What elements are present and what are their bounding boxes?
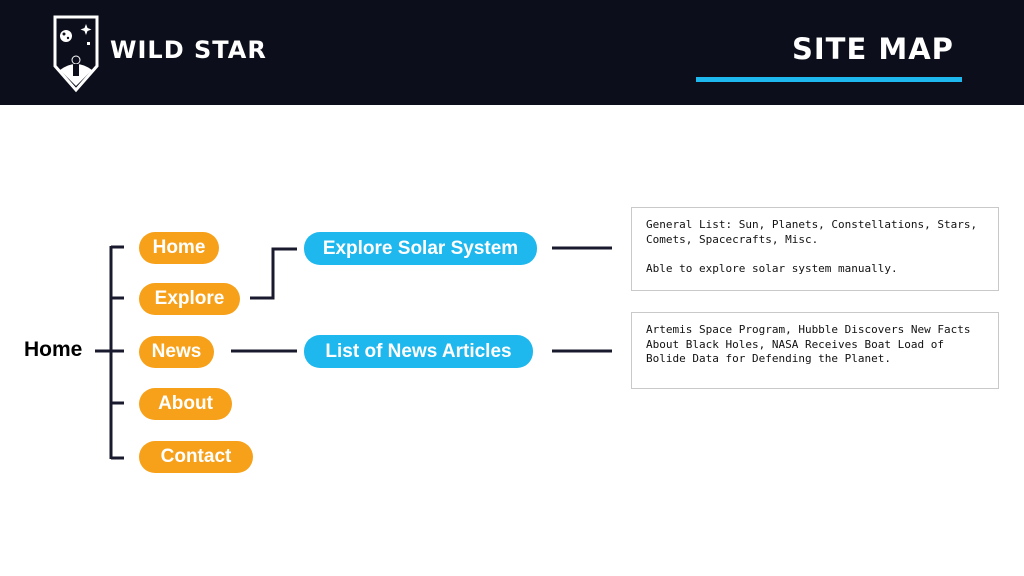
- description-news: Artemis Space Program, Hubble Discovers …: [631, 312, 999, 389]
- subpage-news-articles[interactable]: List of News Articles: [304, 335, 533, 368]
- nav-node-about[interactable]: About: [139, 388, 232, 420]
- brand-name: WILD STAR: [110, 36, 267, 64]
- title-underline: [696, 77, 962, 82]
- root-node: Home: [24, 338, 83, 361]
- nav-node-news[interactable]: News: [139, 336, 214, 368]
- subpage-explore-solar-system[interactable]: Explore Solar System: [304, 232, 537, 265]
- description-explore: General List: Sun, Planets, Constellatio…: [631, 207, 999, 291]
- nav-node-explore[interactable]: Explore: [139, 283, 240, 315]
- connector-explore-solar: [250, 247, 297, 300]
- header-bar: WILD STAR SITE MAP: [0, 0, 1024, 105]
- nav-node-home[interactable]: Home: [139, 232, 219, 264]
- nav-node-contact[interactable]: Contact: [139, 441, 253, 473]
- page-title: SITE MAP: [792, 32, 954, 66]
- shield-astronaut-icon[interactable]: [52, 14, 100, 94]
